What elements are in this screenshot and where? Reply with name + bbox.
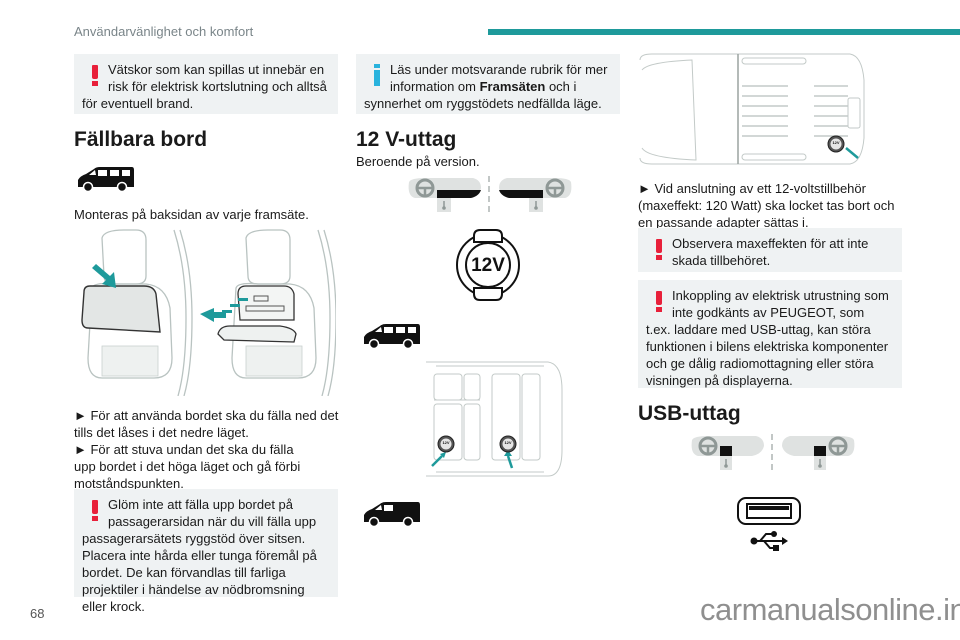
watermark[interactable]: carmanualsonline.info [700, 592, 960, 627]
info-text-bold: Framsäten [479, 79, 546, 94]
people-carrier-icon [76, 165, 136, 193]
seat-back-folding-table-illustration [74, 228, 336, 396]
intro-text: Monteras på baksidan av varje framsäte. [74, 207, 309, 222]
info-box-front-seats: Läs under motsvarande rubrik för mer inf… [356, 54, 620, 114]
section-heading-usb-socket: USB-uttag [638, 402, 741, 425]
warning-text: Vätskor som kan spillas ut innebär en ri… [82, 62, 327, 111]
usb-port-icon [737, 497, 801, 525]
step-item: ► För att stuva undan det ska du fälla u… [74, 442, 301, 491]
dashboard-location-icon [688, 434, 858, 474]
warning-box-liquids: Vätskor som kan spillas ut innebär en ri… [74, 54, 338, 114]
page-number: 68 [30, 606, 45, 621]
warning-exclamation-icon [82, 61, 106, 95]
info-text-after: och i synnerhet om ryggstödets nedfällda… [364, 79, 602, 111]
12v-socket-icon: 12V [454, 228, 522, 302]
van-icon [362, 500, 422, 528]
cabin-top-view-illustration: 12V 12V [424, 360, 564, 480]
section-heading-folding-tables: Fällbara bord [74, 128, 208, 151]
warning-text: Glöm inte att fälla upp bordet på passag… [82, 497, 317, 614]
people-carrier-icon [362, 322, 422, 350]
info-text-before: Läs under motsvarande rubrik för mer inf… [390, 62, 608, 94]
warning-exclamation-icon [646, 287, 670, 321]
12v-socket-small-label: 12V [832, 140, 840, 145]
12v-socket-small-label: 12V [442, 440, 450, 445]
warning-text: Inkoppling av elektrisk utrustning som i… [646, 288, 889, 388]
section-heading-12v-socket: 12 V-uttag [356, 128, 457, 151]
step-list: ► För att använda bordet ska du fälla ne… [74, 407, 344, 492]
dashboard-location-icon [405, 176, 575, 216]
version-note: Beroende på version. [356, 154, 480, 169]
12v-socket-label: 12V [471, 255, 505, 276]
step-item: ► Vid anslutning av ett 12-voltstillbehö… [638, 181, 895, 230]
12v-socket-small-label: 12V [504, 440, 512, 445]
cargo-area-top-view-illustration: 12V [638, 50, 866, 168]
warning-exclamation-icon [646, 235, 670, 269]
header-accent-bar [488, 29, 960, 35]
warning-text: Observera maxeffekten för att inte skada… [672, 236, 869, 268]
warning-box-unapproved-equipment: Inkoppling av elektrisk utrustning som i… [638, 280, 902, 388]
info-icon [364, 61, 388, 95]
running-header: Användarvänlighet och komfort [74, 24, 254, 39]
step-item: ► För att använda bordet ska du fälla ne… [74, 408, 339, 440]
warning-exclamation-icon [82, 496, 106, 530]
warning-box-max-power: Observera maxeffekten för att inte skada… [638, 228, 902, 272]
warning-box-table: Glöm inte att fälla upp bordet på passag… [74, 489, 338, 614]
usb-symbol-icon [750, 530, 790, 552]
